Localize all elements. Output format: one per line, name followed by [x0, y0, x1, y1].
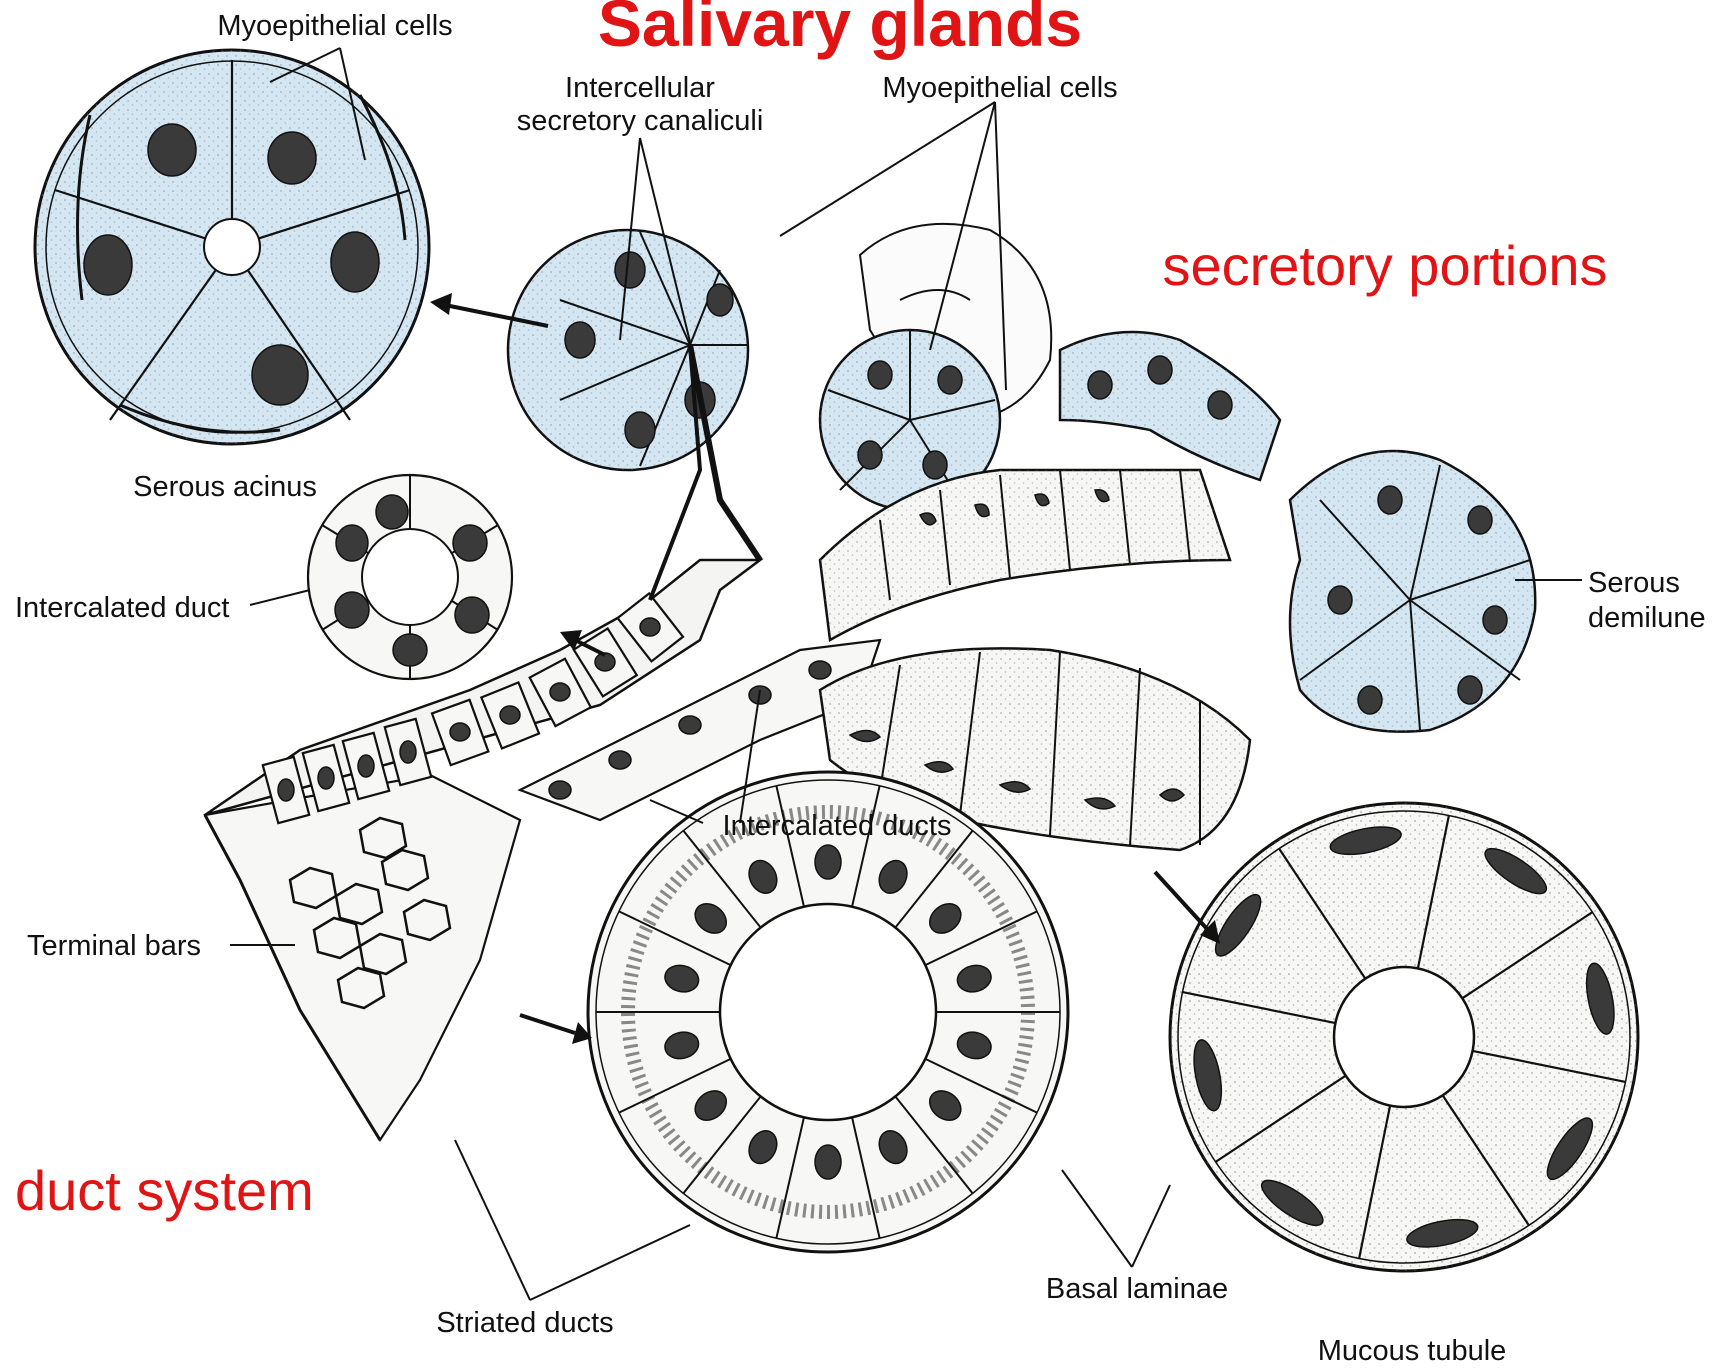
label-terminal-bars: Terminal bars	[27, 930, 201, 962]
label-myoepithelial-cells-top: Myoepithelial cells	[217, 10, 452, 42]
intercalated-duct-section	[308, 475, 512, 679]
striated-cell-nucleus	[815, 845, 841, 879]
page-title: Salivary glands	[598, 0, 1082, 60]
label-intercalated-ducts: Intercalated ducts	[723, 810, 952, 842]
label-serous-acinus: Serous acinus	[133, 471, 317, 503]
label-intercellular-line2: secretory canaliculi	[517, 105, 764, 137]
label-duct-system: duct system	[15, 1159, 314, 1222]
label-serous-demilune-line1: Serous	[1588, 567, 1680, 599]
label-serous-demilune-line2: demilune	[1588, 602, 1706, 634]
label-mucous-tubule: Mucous tubule	[1318, 1335, 1507, 1366]
striated-cell-nucleus	[815, 1145, 841, 1179]
label-intercellular-line1: Intercellular	[565, 72, 715, 104]
striated-duct-section	[588, 772, 1068, 1252]
serous-acinus-section	[35, 50, 429, 444]
label-basal-laminae: Basal laminae	[1046, 1273, 1228, 1305]
label-intercalated-duct: Intercalated duct	[15, 592, 229, 624]
label-striated-ducts: Striated ducts	[436, 1307, 613, 1339]
arrow-to-striated-duct	[520, 1015, 592, 1044]
label-secretory-portions: secretory portions	[1162, 234, 1607, 297]
mucous-tubule-section	[1170, 803, 1638, 1271]
label-myoepithelial-cells-center: Myoepithelial cells	[882, 72, 1117, 104]
